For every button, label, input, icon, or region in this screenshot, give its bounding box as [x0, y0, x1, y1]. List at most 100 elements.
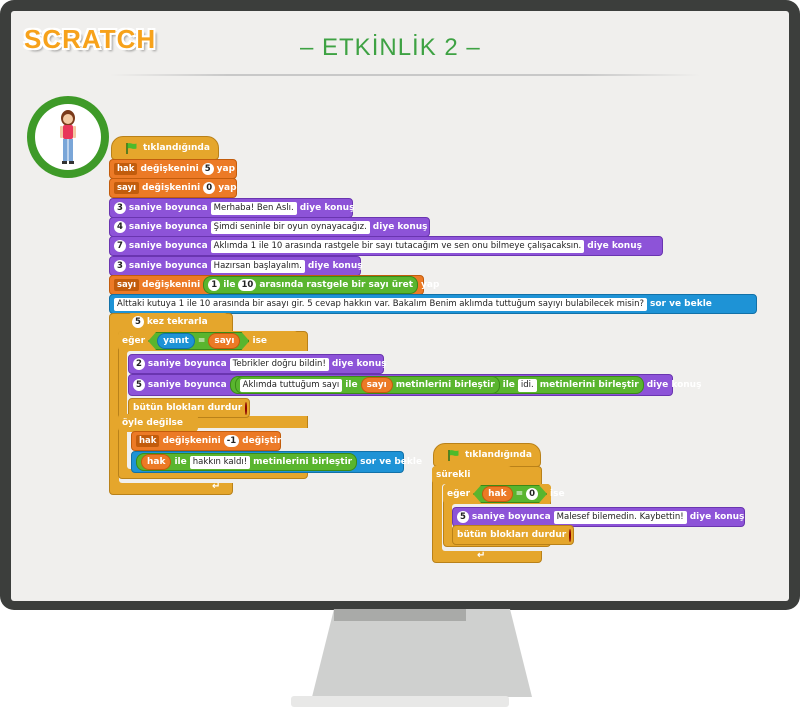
say-lost-block[interactable]: 5 saniye boyunca Malesef bilemedin. Kayb…: [452, 507, 745, 527]
equals-operator[interactable]: yanıt = sayı: [148, 332, 249, 350]
block-text: yap: [421, 280, 440, 290]
block-text: sor ve bekle: [649, 299, 712, 309]
variable-dropdown[interactable]: hak: [114, 163, 138, 175]
block-text: saniye boyunca: [128, 241, 208, 251]
girl-sprite-icon: [60, 110, 76, 164]
variable-reporter[interactable]: sayı: [208, 333, 240, 349]
equals-operator[interactable]: hak = 0: [473, 485, 547, 503]
join-operator-inner[interactable]: Aklımda tuttuğum sayı ile sayı metinleri…: [234, 376, 500, 394]
block-text: değişkenini: [140, 164, 199, 174]
seconds-input[interactable]: 5: [457, 511, 469, 523]
message-input[interactable]: Hazırsan başlayalım.: [210, 259, 305, 273]
message-input[interactable]: Tebrikler doğru bildin!: [229, 357, 329, 371]
block-text: değişkenini: [162, 436, 221, 446]
block-text: ile: [345, 380, 358, 390]
say-block-1[interactable]: 3 saniye boyunca Merhaba! Ben Aslı. diye…: [109, 198, 355, 218]
ask-and-wait-block[interactable]: Alttaki kutuya 1 ile 10 arasında bir asa…: [109, 294, 757, 314]
variable-dropdown[interactable]: sayı: [114, 182, 139, 194]
question-input[interactable]: Alttaki kutuya 1 ile 10 arasında bir asa…: [114, 297, 647, 311]
random-operator[interactable]: 1 ile 10 arasında rastgele bir sayı üret: [203, 276, 419, 294]
text-input[interactable]: hakkın kaldı!: [189, 455, 251, 469]
when-flag-clicked-hat[interactable]: tıklandığında: [111, 136, 219, 160]
variable-reporter[interactable]: hak: [482, 486, 512, 502]
message-input[interactable]: Aklımda 1 ile 10 arasında rastgele bir s…: [210, 239, 585, 253]
text-input[interactable]: Aklımda tuttuğum sayı: [239, 378, 343, 392]
seconds-input[interactable]: 7: [114, 240, 126, 252]
stop-all-block-2[interactable]: bütün blokları durdur: [452, 525, 574, 545]
set-random-block[interactable]: sayı değişkenini 1 ile 10 arasında rastg…: [109, 275, 439, 295]
say-block-2[interactable]: 4 saniye boyunca Şimdi seninle bir oyun …: [109, 217, 430, 237]
block-text: metinlerini birleştir: [539, 380, 639, 390]
say-correct-block[interactable]: 2 saniye boyunca Tebrikler doğru bildin!…: [128, 354, 387, 374]
value-input[interactable]: -1: [223, 435, 240, 447]
say-block-3[interactable]: 7 saniye boyunca Aklımda 1 ile 10 arasın…: [109, 236, 663, 256]
block-text: yap: [218, 183, 237, 193]
block-text: sürekli: [436, 470, 471, 480]
say-join-block[interactable]: 5 saniye boyunca Aklımda tuttuğum sayı i…: [128, 374, 701, 396]
change-hak-block[interactable]: hak değişkenini -1 değiştir: [131, 431, 281, 451]
seconds-input[interactable]: 5: [133, 379, 145, 391]
block-text: diye konuş: [646, 380, 702, 390]
block-text: sor ve bekle: [360, 457, 423, 467]
operator-symbol: =: [197, 336, 206, 346]
block-text: diye konuş: [587, 241, 642, 251]
to-input[interactable]: 10: [238, 279, 257, 291]
block-text: ile: [174, 457, 187, 467]
block-text: metinlerini birleştir: [395, 380, 495, 390]
operator-symbol: =: [515, 489, 524, 499]
if-header: eğer yanıt = sayı ise: [118, 331, 298, 351]
monitor-stand: [312, 609, 532, 697]
variable-reporter[interactable]: sayı: [360, 377, 393, 393]
ask-join-block[interactable]: hak ile hakkın kaldı! metinlerini birleş…: [131, 451, 422, 473]
seconds-input[interactable]: 3: [114, 202, 126, 214]
repeat-header: 5 kez tekrarla: [128, 313, 228, 331]
block-text: bütün blokları durdur: [133, 403, 243, 413]
join-operator-outer[interactable]: Aklımda tuttuğum sayı ile sayı metinleri…: [229, 376, 644, 394]
block-text: ile: [223, 280, 236, 290]
block-text: değişkenini: [142, 280, 201, 290]
answer-reporter[interactable]: yanıt: [157, 333, 195, 349]
join-operator[interactable]: hak ile hakkın kaldı! metinlerini birleş…: [136, 453, 358, 471]
block-text: saniye boyunca: [128, 203, 208, 213]
when-flag-clicked-hat-2[interactable]: tıklandığında: [433, 443, 541, 467]
block-text: değiştir: [242, 436, 282, 446]
green-flag-icon: [126, 143, 137, 154]
text-input[interactable]: idi.: [517, 378, 537, 392]
block-text: saniye boyunca: [128, 222, 208, 232]
block-text: ile: [502, 380, 515, 390]
block-text: yap: [216, 164, 236, 174]
set-hak-block[interactable]: hak değişkenini 5 yap: [109, 159, 237, 179]
variable-reporter[interactable]: hak: [141, 454, 172, 470]
block-text: değişkenini: [142, 183, 201, 193]
block-text: saniye boyunca: [147, 380, 227, 390]
value-input[interactable]: 0: [203, 182, 216, 194]
block-text: saniye boyunca: [147, 359, 227, 369]
block-text: diye konuş: [372, 222, 428, 232]
message-input[interactable]: Şimdi seninle bir oyun oynayacağız.: [210, 220, 370, 234]
block-text: diye konuş: [307, 261, 363, 271]
sprite-thumbnail: [35, 104, 101, 170]
set-sayi-block[interactable]: sayı değişkenini 0 yap: [109, 178, 237, 198]
block-text: saniye boyunca: [128, 261, 208, 271]
title-divider: [110, 74, 700, 76]
variable-dropdown[interactable]: hak: [136, 435, 160, 447]
block-text: diye konuş: [299, 203, 355, 213]
value-input[interactable]: 0: [526, 488, 538, 500]
repeat-count-input[interactable]: 5: [132, 316, 144, 328]
value-input[interactable]: 5: [201, 163, 214, 175]
loop-arrow-icon: ↵: [212, 481, 221, 492]
hat-label: tıklandığında: [465, 450, 532, 460]
stop-sign-icon: [569, 528, 572, 542]
message-input[interactable]: Merhaba! Ben Aslı.: [210, 201, 297, 215]
message-input[interactable]: Malesef bilemedin. Kaybettin!: [553, 510, 687, 524]
seconds-input[interactable]: 4: [114, 221, 126, 233]
say-block-4[interactable]: 3 saniye boyunca Hazırsan başlayalım. di…: [109, 256, 363, 276]
stand-shadow: [334, 609, 466, 621]
seconds-input[interactable]: 3: [114, 260, 126, 272]
variable-dropdown[interactable]: sayı: [114, 279, 139, 291]
block-text: arasında rastgele bir sayı üret: [259, 280, 414, 290]
seconds-input[interactable]: 2: [133, 358, 145, 370]
block-text: bütün blokları durdur: [457, 530, 567, 540]
from-input[interactable]: 1: [208, 279, 221, 291]
block-text: öyle değilse: [122, 418, 183, 428]
